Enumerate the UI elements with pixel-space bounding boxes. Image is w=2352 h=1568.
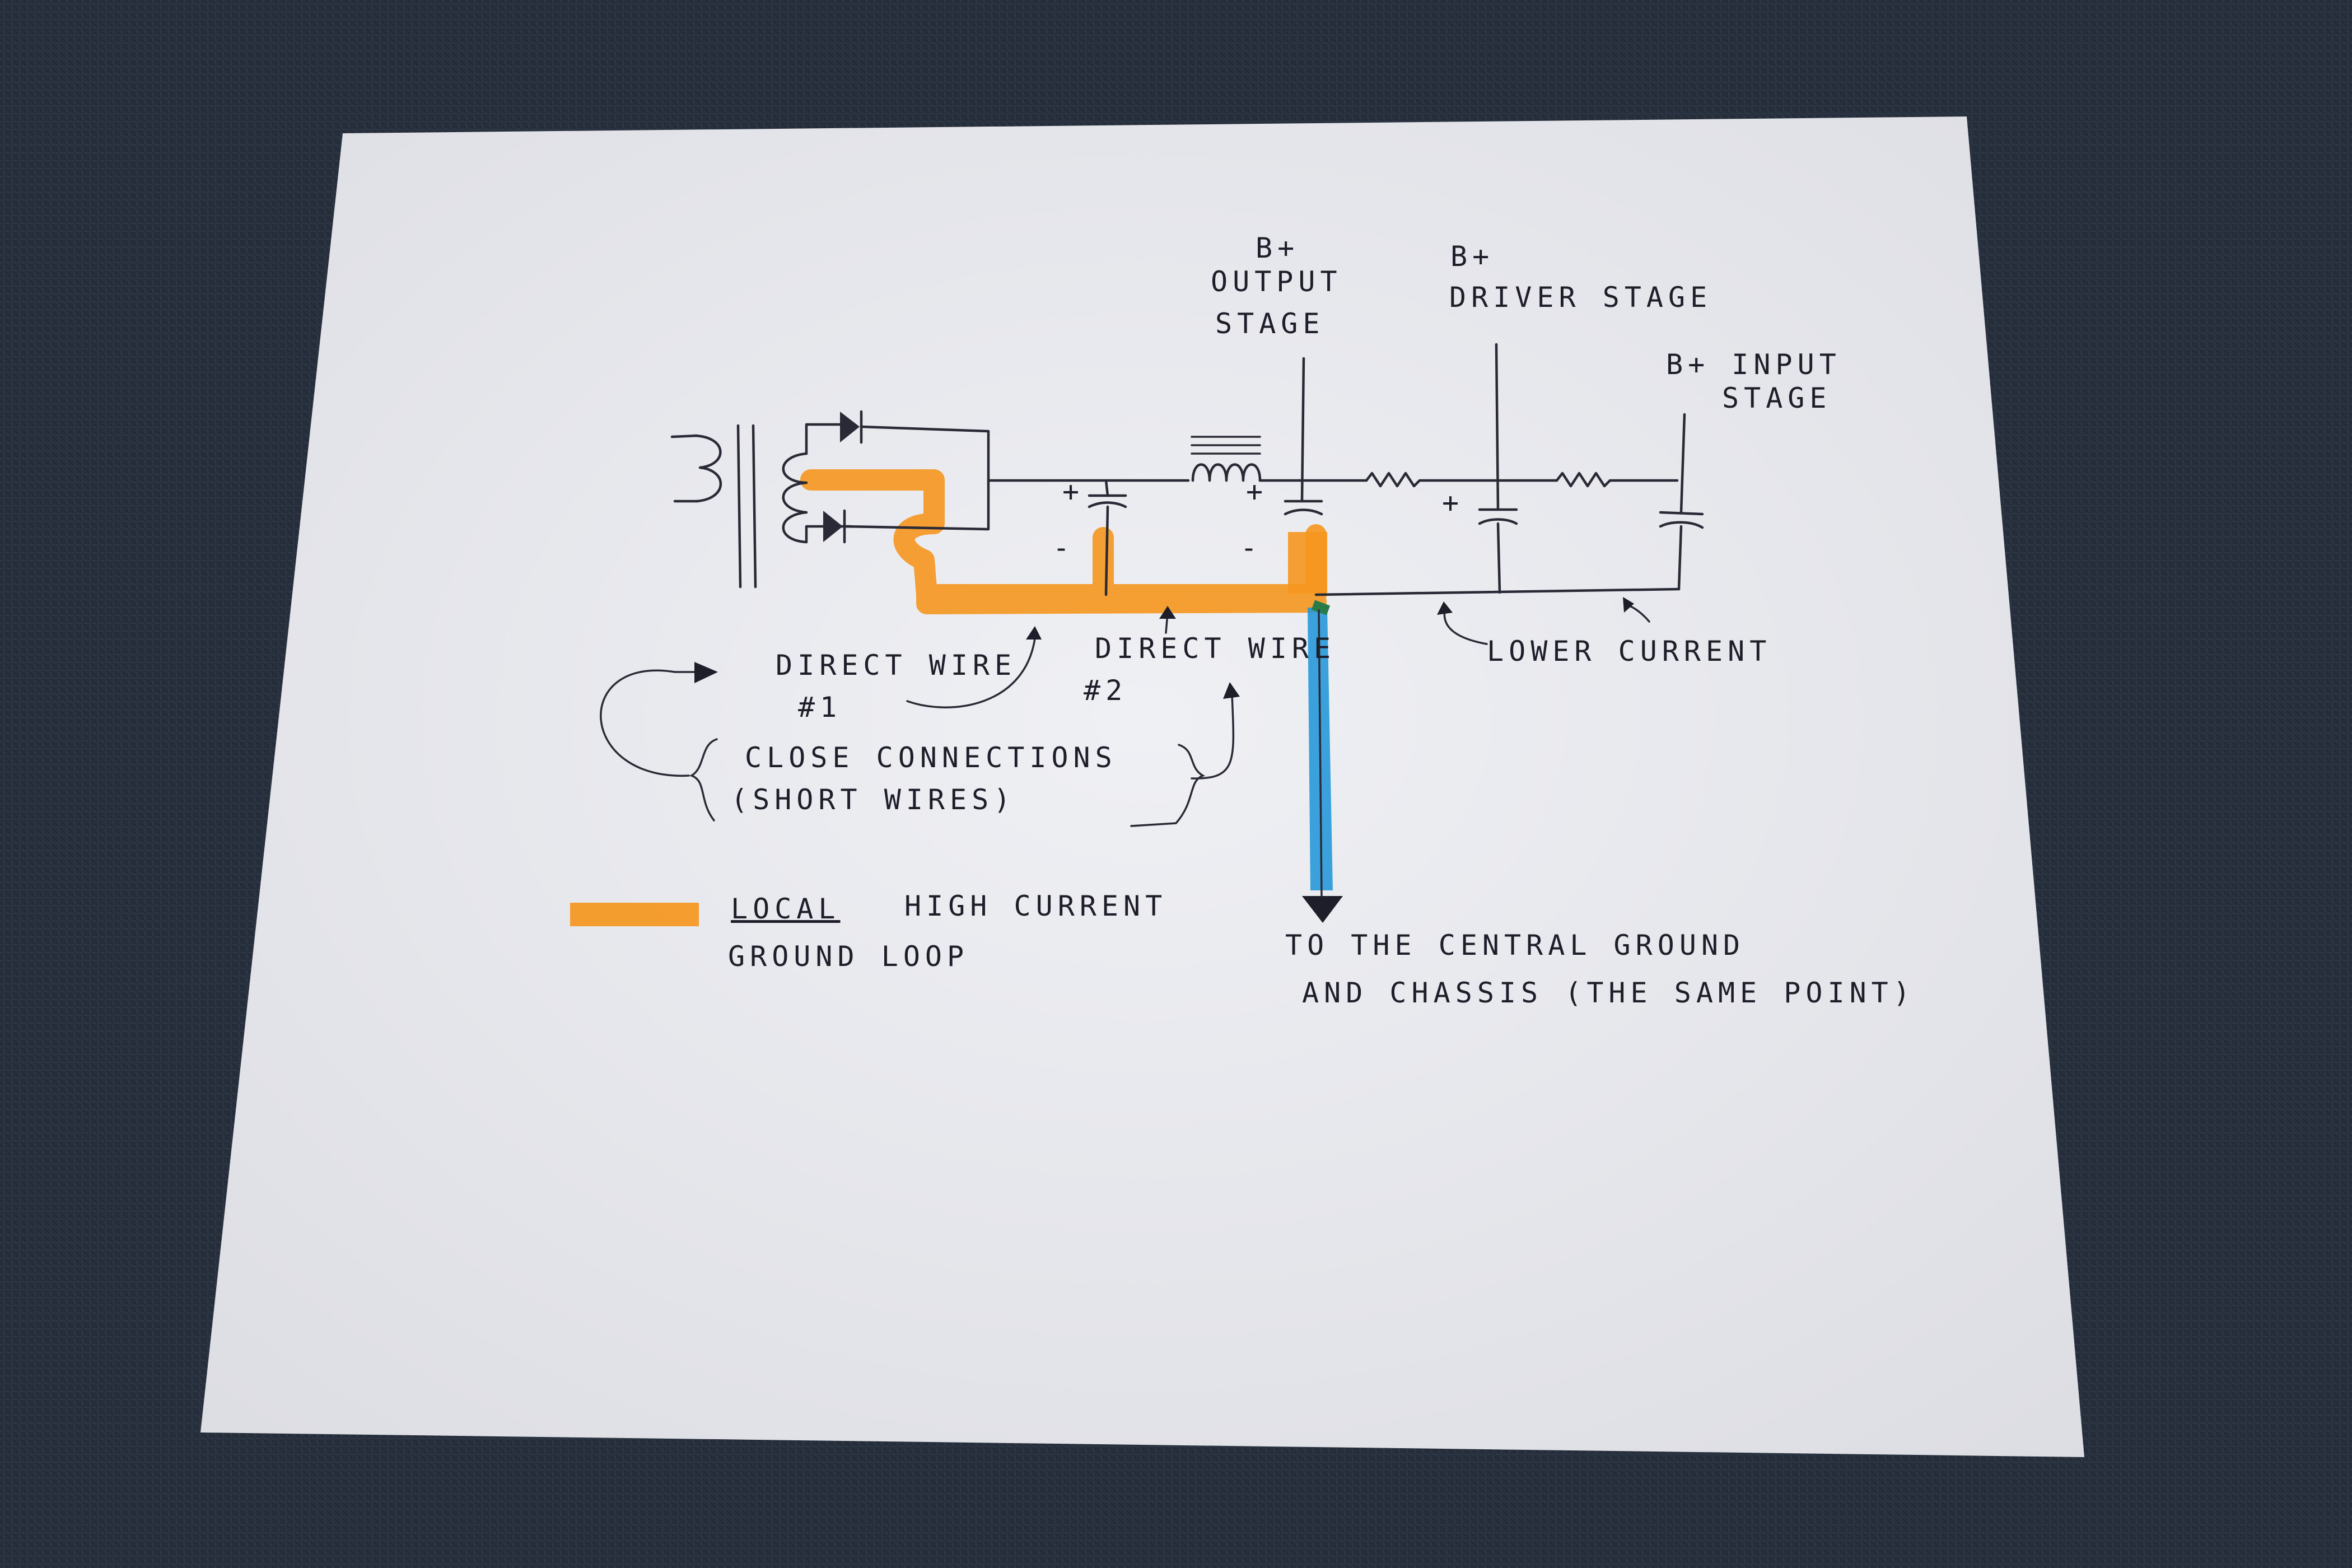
label-bplus-output: B+ [1256, 232, 1299, 264]
power-supply-schematic: + - + - + [670, 343, 1704, 923]
transformer-primary-coil [693, 434, 722, 503]
label-bplus-driver: B+ [1450, 240, 1494, 273]
central-ground-arrow [1302, 896, 1343, 923]
legend-ground-loop: GROUND LOOP [728, 940, 969, 973]
label-direct-wire-1: DIRECT WIRE [776, 649, 1016, 682]
label-output-stage: STAGE [1215, 307, 1325, 340]
annotation-arrows [600, 597, 1650, 827]
label-central-ground: TO THE CENTRAL GROUND [1285, 929, 1745, 962]
cap2-plus-mark: + [1246, 475, 1268, 508]
filter-capacitor-2 [1284, 500, 1323, 516]
ground-bus [1314, 587, 1681, 596]
paper-sheet [200, 116, 2084, 1457]
legend: LOCAL HIGH CURRENT GROUND LOOP [570, 890, 1167, 973]
label-direct-wire-2: DIRECT WIRE [1095, 632, 1336, 665]
label-short-wires: (SHORT WIRES) [731, 783, 1015, 816]
label-driver-stage: DRIVER STAGE [1449, 281, 1712, 314]
label-direct-wire-1-number: #1 [798, 691, 842, 724]
legend-orange-swatch [570, 903, 699, 926]
filter-capacitor-4 [1659, 511, 1704, 591]
cap1-plus-mark: + [1062, 475, 1084, 508]
legend-local: LOCAL [731, 893, 841, 925]
label-lower-current: LOWER CURRENT [1487, 635, 1771, 668]
dropping-resistor-2 [1555, 472, 1679, 488]
label-direct-wire-2-number: #2 [1084, 674, 1127, 707]
dropping-resistor-1 [1365, 472, 1558, 488]
filter-capacitor-3 [1478, 508, 1518, 594]
bplus-input-wire [1679, 413, 1686, 514]
legend-high-current: HIGH CURRENT [904, 890, 1167, 922]
label-output: OUTPUT [1211, 265, 1342, 298]
cap3-plus-mark: + [1442, 487, 1464, 519]
cap1-minus-mark: - [1053, 531, 1075, 564]
label-chassis-same-point: AND CHASSIS (THE SAME POINT) [1302, 977, 1915, 1009]
transformer-secondary-coil [782, 452, 808, 544]
label-close-connections: CLOSE CONNECTIONS [745, 741, 1117, 774]
filter-choke [1191, 436, 1262, 482]
transformer-core [736, 424, 757, 589]
label-input-stage: STAGE [1722, 382, 1832, 414]
filter-capacitor-1 [1088, 479, 1127, 596]
cap2-minus-mark: - [1240, 531, 1262, 564]
bplus-driver-wire [1495, 343, 1500, 511]
bplus-output-wire [1300, 357, 1305, 503]
orange-pad-cap2 [1288, 532, 1327, 594]
label-bplus-input: B+ INPUT [1666, 348, 1841, 381]
orange-ground-loop-highlight [800, 469, 1327, 614]
